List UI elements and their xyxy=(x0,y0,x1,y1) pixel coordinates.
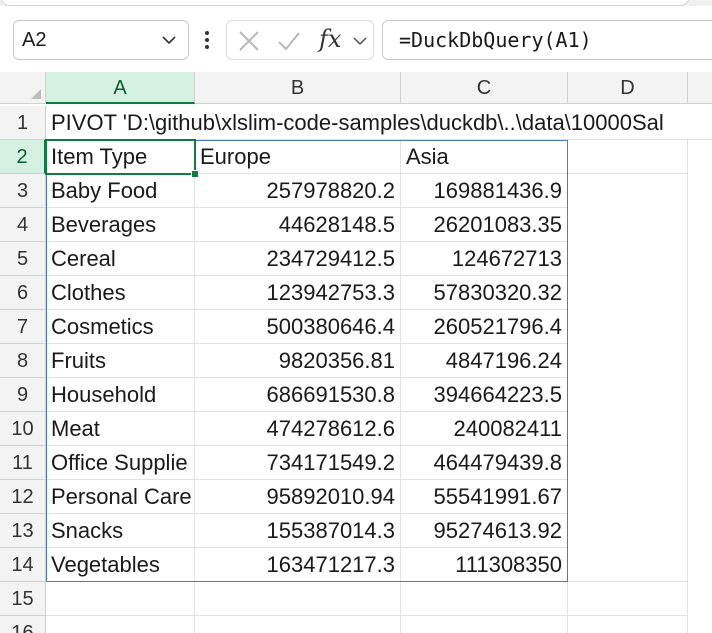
cell-item-type[interactable]: Meat xyxy=(46,412,195,446)
cell-item-type[interactable]: Office Supplie xyxy=(46,446,195,480)
cell-item-type[interactable]: Vegetables xyxy=(46,548,195,582)
row-header-6[interactable]: 6 xyxy=(0,276,46,310)
row-header-8[interactable]: 8 xyxy=(0,344,46,378)
cell-europe-value[interactable]: 95892010.94 xyxy=(195,480,401,514)
cell-asia-value[interactable]: 95274613.92 xyxy=(401,514,568,548)
column-header-d[interactable]: D xyxy=(568,72,688,104)
formula-input[interactable]: =DuckDbQuery(A1) xyxy=(382,20,712,60)
cell-asia-value[interactable]: 55541991.67 xyxy=(401,480,568,514)
formula-bar-row: A2 fx =DuckDbQuery(A1) xyxy=(0,12,712,68)
row-header-12[interactable]: 12 xyxy=(0,480,46,514)
cell-europe-value[interactable]: 686691530.8 xyxy=(195,378,401,412)
cell-asia-value[interactable]: 26201083.35 xyxy=(401,208,568,242)
cell-empty[interactable] xyxy=(46,616,195,633)
column-header-a[interactable]: A xyxy=(46,72,195,104)
cell-item-type[interactable]: Personal Care xyxy=(46,480,195,514)
row-header-7[interactable]: 7 xyxy=(0,310,46,344)
cell-asia-value[interactable]: 464479439.8 xyxy=(401,446,568,480)
cell-asia-value[interactable]: 124672713 xyxy=(401,242,568,276)
cell-header-europe[interactable]: Europe xyxy=(195,140,401,174)
insert-function-button[interactable]: fx xyxy=(319,25,342,53)
cell-asia-value[interactable]: 394664223.5 xyxy=(401,378,568,412)
cell-item-type[interactable]: Clothes xyxy=(46,276,195,310)
name-box[interactable]: A2 xyxy=(13,20,189,60)
cell-empty[interactable] xyxy=(568,174,688,582)
cell-empty[interactable] xyxy=(568,140,688,174)
column-header-c[interactable]: C xyxy=(401,72,568,104)
formula-text: =DuckDbQuery(A1) xyxy=(399,28,592,52)
cell-item-type[interactable]: Fruits xyxy=(46,344,195,378)
cell-empty[interactable] xyxy=(401,616,568,633)
column-header-b[interactable]: B xyxy=(195,72,401,104)
row-header-4[interactable]: 4 xyxy=(0,208,46,242)
cell-asia-value[interactable]: 169881436.9 xyxy=(401,174,568,208)
cell-empty[interactable] xyxy=(195,582,401,616)
select-all-button[interactable] xyxy=(0,72,46,104)
cell-asia-value[interactable]: 4847196.24 xyxy=(401,344,568,378)
row-header-10[interactable]: 10 xyxy=(0,412,46,446)
cell-europe-value[interactable]: 734171549.2 xyxy=(195,446,401,480)
cell-empty[interactable] xyxy=(568,582,688,616)
row-header-13[interactable]: 13 xyxy=(0,514,46,548)
enter-check-icon[interactable] xyxy=(277,30,301,52)
cell-empty[interactable] xyxy=(195,616,401,633)
cell-header-item-type[interactable]: Item Type xyxy=(46,140,195,174)
cell-header-asia[interactable]: Asia xyxy=(401,140,568,174)
row-header-5[interactable]: 5 xyxy=(0,242,46,276)
row-header-14[interactable]: 14 xyxy=(0,548,46,582)
cell-item-type[interactable]: Baby Food xyxy=(46,174,195,208)
cell-asia-value[interactable]: 57830320.32 xyxy=(401,276,568,310)
cell-item-type[interactable]: Cosmetics xyxy=(46,310,195,344)
cell-asia-value[interactable]: 111308350 xyxy=(401,548,568,582)
cell-empty[interactable] xyxy=(401,582,568,616)
cell-europe-value[interactable]: 474278612.6 xyxy=(195,412,401,446)
row-header-15[interactable]: 15 xyxy=(0,582,46,616)
cell-europe-value[interactable]: 234729412.5 xyxy=(195,242,401,276)
cell-europe-value[interactable]: 44628148.5 xyxy=(195,208,401,242)
row-header-3[interactable]: 3 xyxy=(0,174,46,208)
cell-a1-pivot-query[interactable]: PIVOT 'D:\github\xlslim-code-samples\duc… xyxy=(46,106,712,140)
cell-europe-value[interactable]: 9820356.81 xyxy=(195,344,401,378)
cell-empty[interactable] xyxy=(568,616,688,633)
chevron-down-icon[interactable] xyxy=(351,32,369,50)
row-header-2[interactable]: 2 xyxy=(0,140,46,174)
cell-item-type[interactable]: Cereal xyxy=(46,242,195,276)
row-header-11[interactable]: 11 xyxy=(0,446,46,480)
formula-actions: fx xyxy=(226,20,374,60)
cell-europe-value[interactable]: 500380646.4 xyxy=(195,310,401,344)
cell-europe-value[interactable]: 163471217.3 xyxy=(195,548,401,582)
cell-item-type[interactable]: Snacks xyxy=(46,514,195,548)
cell-item-type[interactable]: Household xyxy=(46,378,195,412)
more-options-icon[interactable] xyxy=(199,29,215,51)
chevron-down-icon[interactable] xyxy=(160,31,178,49)
cell-empty[interactable] xyxy=(46,582,195,616)
cancel-icon[interactable] xyxy=(237,30,261,52)
row-header-16[interactable]: 16 xyxy=(0,616,46,633)
cell-item-type[interactable]: Beverages xyxy=(46,208,195,242)
spreadsheet-grid: A B C D 1 2 3 4 5 6 7 8 9 10 11 12 13 14… xyxy=(0,72,712,633)
ribbon-edge xyxy=(0,0,712,6)
cell-europe-value[interactable]: 155387014.3 xyxy=(195,514,401,548)
column-header-e[interactable] xyxy=(688,72,712,104)
cell-europe-value[interactable]: 257978820.2 xyxy=(195,174,401,208)
cell-europe-value[interactable]: 123942753.3 xyxy=(195,276,401,310)
cell-asia-value[interactable]: 260521796.4 xyxy=(401,310,568,344)
cell-asia-value[interactable]: 240082411 xyxy=(401,412,568,446)
row-header-1[interactable]: 1 xyxy=(0,106,46,140)
row-header-9[interactable]: 9 xyxy=(0,378,46,412)
name-box-value: A2 xyxy=(22,29,47,51)
